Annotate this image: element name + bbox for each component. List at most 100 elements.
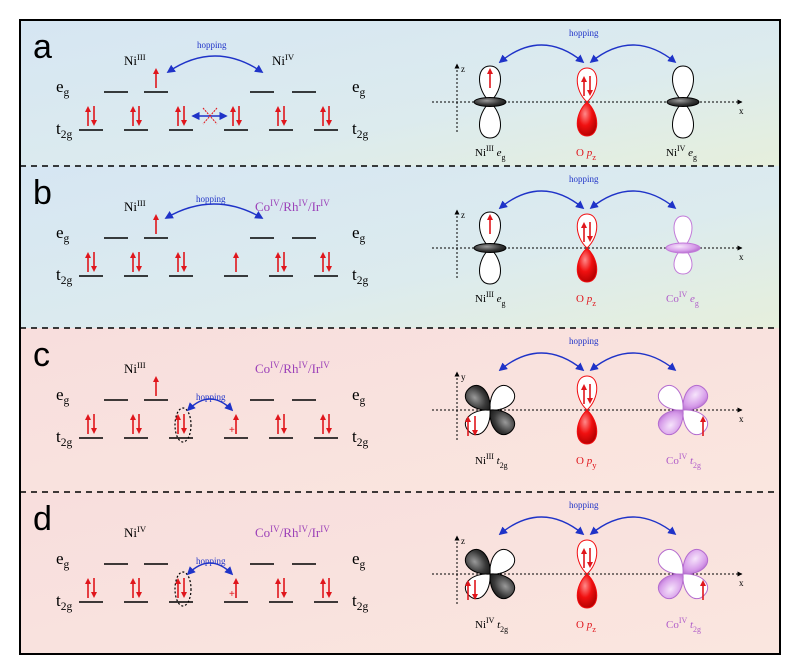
panel-d-orb-right-lobe-315-group [657, 548, 684, 575]
label-tail: t [687, 455, 694, 467]
panel-d-ion-right: CoIV/RhIV/IrIV [255, 524, 330, 540]
panel-b-orb-mid-up-head [581, 222, 587, 228]
panel-c-orb-right-lobe-315-group [657, 384, 684, 411]
panel-d-orb-right-lobe-45 [682, 548, 709, 575]
panel-c-orb-hop-label: hopping [569, 336, 599, 346]
label-sub: g [360, 559, 366, 571]
label-tail: t [494, 455, 501, 467]
panel-b-eg-spin-head [153, 214, 159, 220]
panel-c-orb-mid-lobe-down [576, 409, 598, 445]
panel-c-eg-left: eg [56, 385, 70, 407]
label-base: e [56, 385, 64, 404]
panel-b-orb-right-label: CoIV eg [666, 290, 699, 308]
panel-d-t2g-pair-l0-down-head [91, 592, 97, 598]
panel-c-axes-x-label: x [739, 414, 744, 424]
panel-b-hop-label: hopping [196, 194, 226, 204]
panel-b-orb-mid-label: O pz [576, 293, 596, 308]
panel-a-orb-hop-left [498, 44, 585, 64]
label-base: Ni [124, 525, 137, 540]
panel-b-orb-right-lobe-up [673, 215, 693, 249]
label-sub: g [360, 395, 366, 407]
label-sup: IV [679, 616, 688, 625]
panel-c-orb-left-lobe-45-group [489, 384, 516, 411]
label-sub: g [360, 233, 366, 245]
label-sub: 2g [61, 129, 73, 141]
label-sub: 2g [500, 461, 508, 470]
panel-b-orb-hop-right [589, 190, 677, 210]
label-tail: t [687, 619, 694, 631]
panel-a-orb-left-ring [473, 97, 507, 107]
label-base: Ni [475, 455, 486, 467]
label-base: t [56, 265, 61, 284]
label-base: Co [666, 293, 679, 305]
panel-c-eg-right: eg [352, 385, 366, 407]
label-sub: 2g [357, 129, 369, 141]
panel-c-orb-right-label: CoIV t2g [666, 452, 701, 470]
label-sup: IV [137, 524, 147, 534]
panel-a-t2g-pair-r2-up-head [320, 106, 326, 112]
panel-d-orb-mid-lobe-up [576, 539, 598, 575]
panel-a-cross-2 [202, 107, 218, 125]
ion-base: Co [255, 199, 270, 214]
ion-sup: IV [298, 524, 308, 534]
panel-a-t2g-pair-l1-down-head [136, 120, 142, 126]
panel-a-t2g-pair-r0-up-head [230, 106, 236, 112]
label-sup: III [486, 452, 494, 461]
panel-b-t2g-pair-l0-down-head [91, 266, 97, 272]
panel-b-orb-mid-lobe-up [576, 213, 598, 249]
panel-d-orb-right-lobe-45-group [682, 548, 709, 575]
panel-d-background [20, 492, 780, 654]
panel-d-t2g-pair-l1-up-head [130, 578, 136, 584]
label-tail: e [687, 293, 695, 305]
panel-d-orb-left-lobe-135-group [489, 573, 516, 600]
panel-c-orb-hop-left [498, 352, 585, 372]
panel-d-hole-mark: + [229, 589, 235, 600]
panel-d-orb-right-lobe-225-group [657, 573, 684, 600]
label-sup: IV [679, 290, 688, 299]
panel-c-orb-left-lobe-45 [489, 384, 516, 411]
panel-a-t2g-pair-r1-down-head [281, 120, 287, 126]
panel-a-t2g-pair-l0-up-head [85, 106, 91, 112]
panel-a-eg-left: eg [56, 77, 70, 99]
label-tail: e [494, 293, 502, 305]
label-base: e [352, 223, 360, 242]
panel-d-t2g-pair-l0-up-head [85, 578, 91, 584]
label-base: Ni [124, 361, 137, 376]
label-sup: III [137, 198, 146, 208]
panel-a-letter: a [33, 28, 52, 66]
panel-a-t2g-pair-r2-down-head [326, 120, 332, 126]
panel-c-t2g-left: t2g [56, 427, 72, 449]
panel-c-eg-spin-head [153, 376, 159, 382]
panel-c-t2g-pair-hl-up-head [175, 414, 181, 420]
label-base: p [586, 147, 593, 159]
panel-c-hole-circle [174, 407, 192, 443]
label-base: p [586, 455, 593, 467]
panel-c-orb-mid-down-head [587, 398, 593, 404]
panel-c-t2g-pair-l1-down-head [136, 428, 142, 434]
panel-c-t2g-pair-r1-down-head [326, 428, 332, 434]
ion-base: /Ir [308, 525, 321, 540]
panel-a-orb-mid-up-head [581, 76, 587, 82]
panel-d-t2g-pair-r0-up-head [275, 578, 281, 584]
panel-d-orb-hop-right [589, 516, 677, 536]
label-base: t [352, 265, 357, 284]
panel-a-t2g-left: t2g [56, 119, 72, 141]
panel-c-hop-label: hopping [196, 392, 226, 402]
label-base: Ni [475, 619, 486, 631]
panel-c-t2g-pair-r0-down-head [281, 428, 287, 434]
label-tail: e [685, 147, 693, 159]
label-sub: z [592, 152, 596, 162]
label-base: Ni [272, 53, 285, 68]
ion-sup: IV [270, 198, 280, 208]
label-prefix: O [576, 455, 587, 467]
panel-b-orb-left-lobe-down [479, 247, 501, 285]
panel-b-orb-mid-lobe-down [576, 247, 598, 283]
panel-a-orb-left-label: NiIII eg [475, 144, 506, 162]
panel-b-orb-hop-left [498, 190, 585, 210]
label-base: Co [666, 619, 679, 631]
panel-b-t2g-pair-r0-down-head [281, 266, 287, 272]
panel-b-orb-hop-label: hopping [569, 174, 599, 184]
ion-sup: IV [298, 198, 308, 208]
ion-base: Co [255, 361, 270, 376]
